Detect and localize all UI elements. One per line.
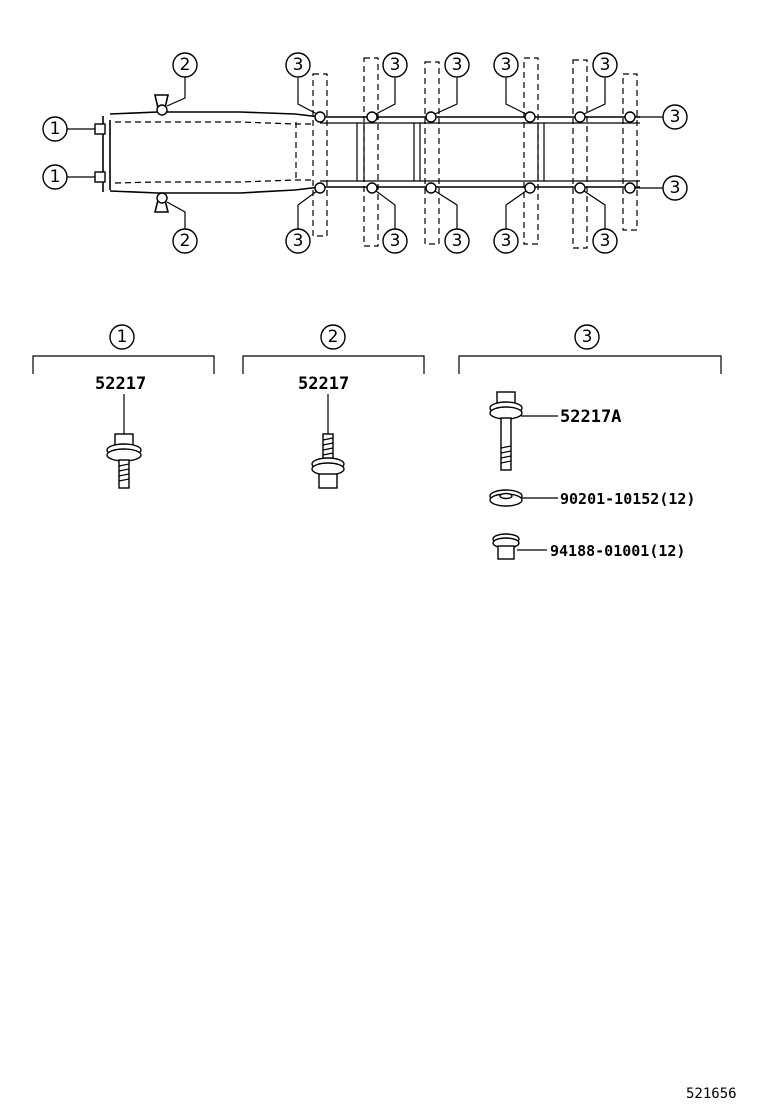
callout-3-top-4: 3	[493, 52, 519, 78]
callout-3-top-2: 3	[382, 52, 408, 78]
nut-icon	[492, 533, 520, 560]
group-1-callout: 1	[109, 324, 135, 350]
svg-text:1: 1	[50, 119, 61, 139]
group-1-bracket	[32, 355, 215, 374]
svg-text:3: 3	[452, 55, 463, 75]
svg-text:3: 3	[390, 231, 401, 251]
svg-text:1: 1	[117, 327, 128, 347]
group-3-bolt-part-number: 52217A	[560, 407, 621, 427]
group-2-bracket	[242, 355, 425, 374]
group-3-bracket	[458, 355, 722, 374]
callout-1-top: 1	[42, 116, 68, 142]
group-3-callout: 3	[574, 324, 600, 350]
svg-text:3: 3	[600, 231, 611, 251]
svg-text:3: 3	[582, 327, 593, 347]
callout-3-bottom-5: 3	[592, 228, 618, 254]
callout-3-right-top: 3	[662, 104, 688, 130]
long-bolt-icon	[489, 391, 523, 471]
svg-text:3: 3	[501, 231, 512, 251]
bolt-with-washer-icon	[106, 433, 142, 489]
figure-id: 521656	[686, 1086, 737, 1102]
group-3: 3 52217A 90201-10152(12) 94188-01001(12)	[458, 324, 722, 560]
group-3-washer-part-number: 90201-10152(12)	[560, 490, 695, 508]
svg-text:3: 3	[452, 231, 463, 251]
svg-text:2: 2	[328, 327, 339, 347]
svg-text:3: 3	[293, 55, 304, 75]
callout-1-bottom: 1	[42, 164, 68, 190]
callout-3-bottom-3: 3	[444, 228, 470, 254]
svg-text:3: 3	[501, 55, 512, 75]
group-2-part-number: 52217	[298, 374, 349, 394]
svg-text:3: 3	[670, 178, 681, 198]
group-2-callout: 2	[320, 324, 346, 350]
group-2: 2 52217	[242, 324, 425, 489]
callout-3-top-3: 3	[444, 52, 470, 78]
svg-text:3: 3	[600, 55, 611, 75]
washer-icon	[489, 489, 523, 507]
callout-2-bottom: 2	[172, 228, 198, 254]
callout-3-bottom-4: 3	[493, 228, 519, 254]
group-1: 1 52217	[32, 324, 215, 489]
svg-text:2: 2	[180, 55, 191, 75]
callout-3-bottom-1: 3	[285, 228, 311, 254]
callout-3-top-5: 3	[592, 52, 618, 78]
svg-text:3: 3	[670, 107, 681, 127]
callout-3-bottom-2: 3	[382, 228, 408, 254]
svg-text:2: 2	[180, 231, 191, 251]
svg-text:3: 3	[390, 55, 401, 75]
group-1-part-number: 52217	[95, 374, 146, 394]
callout-3-right-bottom: 3	[662, 175, 688, 201]
callout-3-top-1: 3	[285, 52, 311, 78]
frame-overview: 1 1 2 2 3 3 3 3 3 3 3 3 3 3 3 3	[42, 52, 688, 254]
group-3-nut-part-number: 94188-01001(12)	[550, 542, 685, 560]
stud-bolt-icon	[311, 433, 345, 489]
callout-2-top: 2	[172, 52, 198, 78]
svg-text:3: 3	[293, 231, 304, 251]
svg-text:1: 1	[50, 167, 61, 187]
